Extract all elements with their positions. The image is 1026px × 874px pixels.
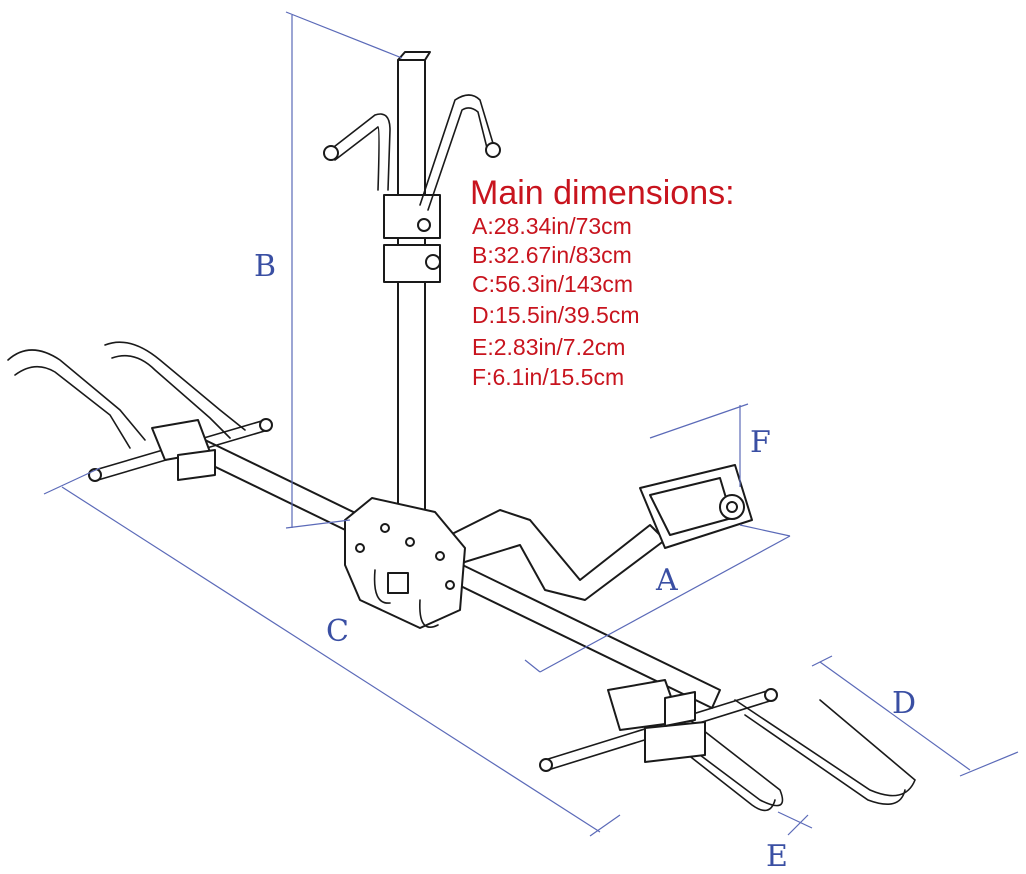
dim-label-b: B — [254, 249, 276, 284]
dimension-lines — [43, 11, 1019, 837]
spec-line-a: A:28.34in/73cm — [472, 213, 632, 239]
spec-line-b: B:32.67in/83cm — [472, 242, 632, 268]
spec-line-f: F:6.1in/15.5cm — [472, 364, 624, 390]
top-hooks — [323, 94, 501, 211]
hitch-arm — [439, 464, 753, 601]
spec-line-d: D:15.5in/39.5cm — [472, 302, 639, 328]
left-wheel-tray — [7, 341, 273, 482]
dim-label-e: E — [766, 839, 788, 874]
spec-line-c: C:56.3in/143cm — [472, 271, 633, 297]
spec-title: Main dimensions: — [470, 174, 735, 212]
vertical-mast — [383, 51, 441, 521]
spec-list: Main dimensions: A:28.34in/73cm B:32.67i… — [470, 174, 735, 390]
mounting-plate — [344, 497, 466, 629]
spec-line-e: E:2.83in/7.2cm — [472, 334, 625, 360]
dim-label-f: F — [750, 425, 771, 460]
dim-label-d: D — [892, 686, 916, 721]
dim-label-c: C — [326, 614, 349, 649]
dim-label-a: A — [655, 563, 678, 598]
right-wheel-tray — [539, 679, 916, 812]
